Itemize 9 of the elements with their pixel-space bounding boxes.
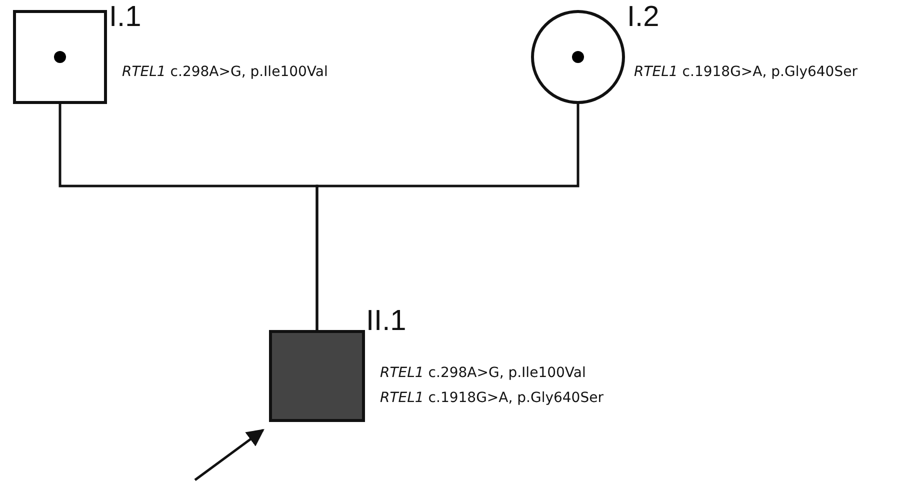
individual-id: II.1	[366, 306, 406, 336]
variant-text: RTEL1 c.298A>G, p.Ile100Val	[380, 364, 586, 383]
individual-id: I.1	[109, 2, 142, 32]
proband-arrow	[194, 428, 264, 481]
variant-text: RTEL1 c.1918G>A, p.Gly640Ser	[634, 63, 858, 82]
variant-text: RTEL1 c.1918G>A, p.Gly640Ser	[380, 389, 604, 408]
variant-text: RTEL1 c.298A>G, p.Ile100Val	[122, 63, 328, 82]
pedigree-line	[316, 104, 580, 330]
individual-id: I.2	[627, 2, 660, 32]
